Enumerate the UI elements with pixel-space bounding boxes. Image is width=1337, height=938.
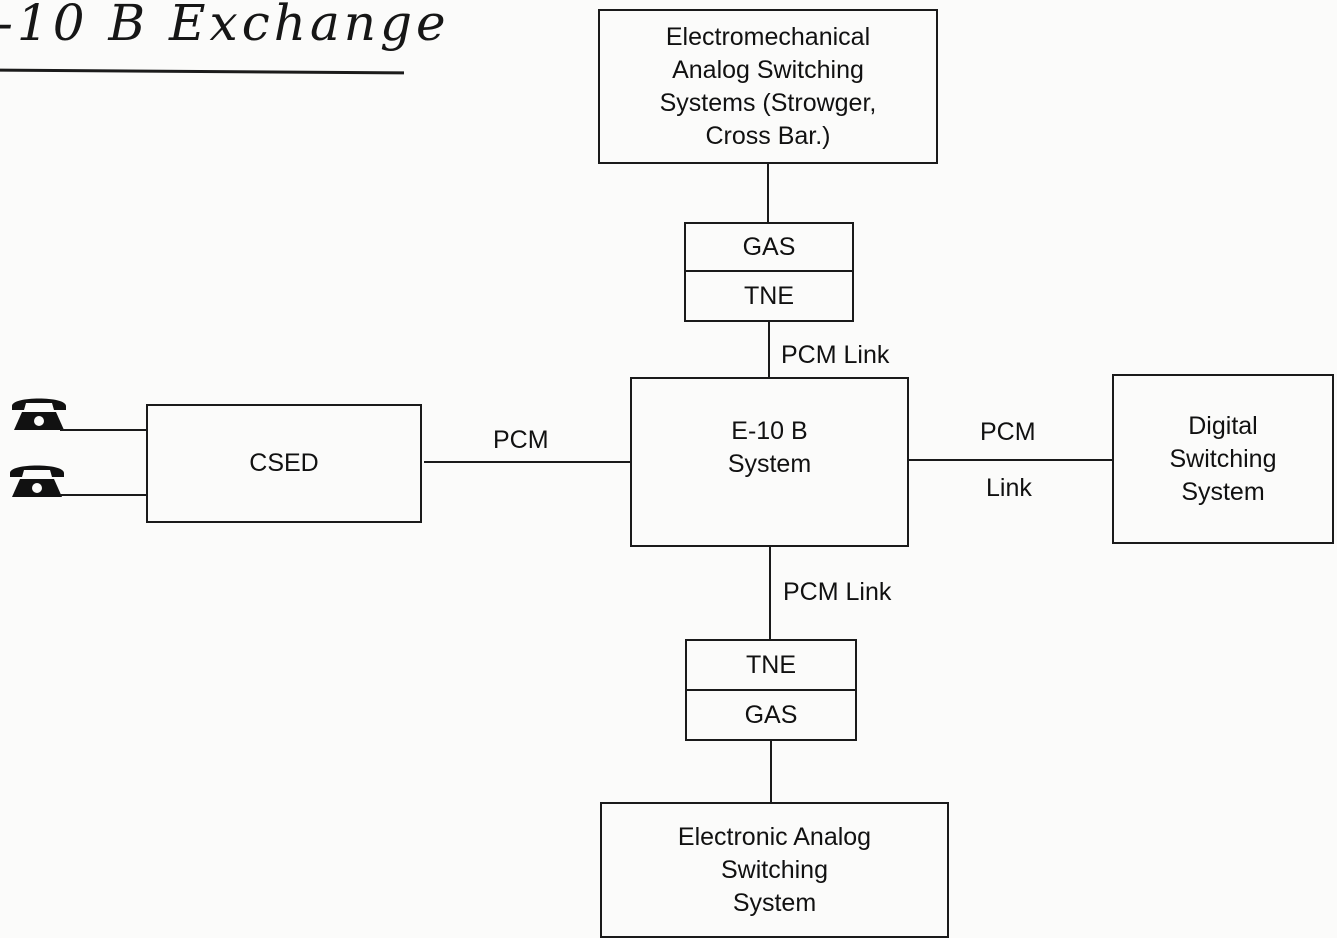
electronic-analog-box: Electronic Analog Switching System xyxy=(600,802,949,938)
connector-top-pcm-link xyxy=(768,321,770,379)
csed-box: CSED xyxy=(146,404,422,523)
digital-switching-label: Digital Switching System xyxy=(1169,411,1277,506)
csed-label: CSED xyxy=(249,449,319,477)
connector-bottom-pcm-link xyxy=(769,546,771,640)
title-underline xyxy=(0,68,405,75)
digital-switching-box: Digital Switching System xyxy=(1112,374,1334,544)
bottom-tne-label: TNE xyxy=(746,650,796,679)
telephone-icon xyxy=(8,392,70,434)
electromechanical-box: Electromechanical Analog Switching Syste… xyxy=(598,9,938,164)
top-pcm-link-label: PCM Link xyxy=(781,341,890,369)
electronic-analog-label: Electronic Analog Switching System xyxy=(677,822,872,917)
connector-left-pcm xyxy=(424,461,631,463)
left-pcm-label: PCM xyxy=(493,426,549,454)
bottom-gas-label: GAS xyxy=(744,700,798,729)
top-tne-label: TNE xyxy=(744,281,794,310)
bottom-gas-cell: GAS xyxy=(685,689,857,741)
top-gas-cell: GAS xyxy=(684,222,854,272)
bottom-tne-cell: TNE xyxy=(685,639,857,691)
phone-line-upper xyxy=(60,429,147,431)
connector-top-box-gas xyxy=(767,163,769,223)
right-pcm-label: PCM xyxy=(980,418,1036,446)
top-gas-label: GAS xyxy=(742,232,796,261)
bottom-pcm-link-label: PCM Link xyxy=(783,578,892,606)
phone-line-lower xyxy=(60,494,147,496)
e10b-system-box: E-10 B System xyxy=(630,377,909,547)
diagram-title: -10 B Exchange xyxy=(0,0,450,52)
connector-right-pcm-link xyxy=(908,459,1114,461)
connector-bottom-gas-box xyxy=(770,740,772,804)
top-tne-cell: TNE xyxy=(684,270,854,322)
right-link-label: Link xyxy=(986,474,1032,502)
e10b-system-label: E-10 B System xyxy=(727,417,812,478)
telephone-icon xyxy=(6,459,68,501)
electromechanical-label: Electromechanical Analog Switching Syste… xyxy=(659,22,877,150)
